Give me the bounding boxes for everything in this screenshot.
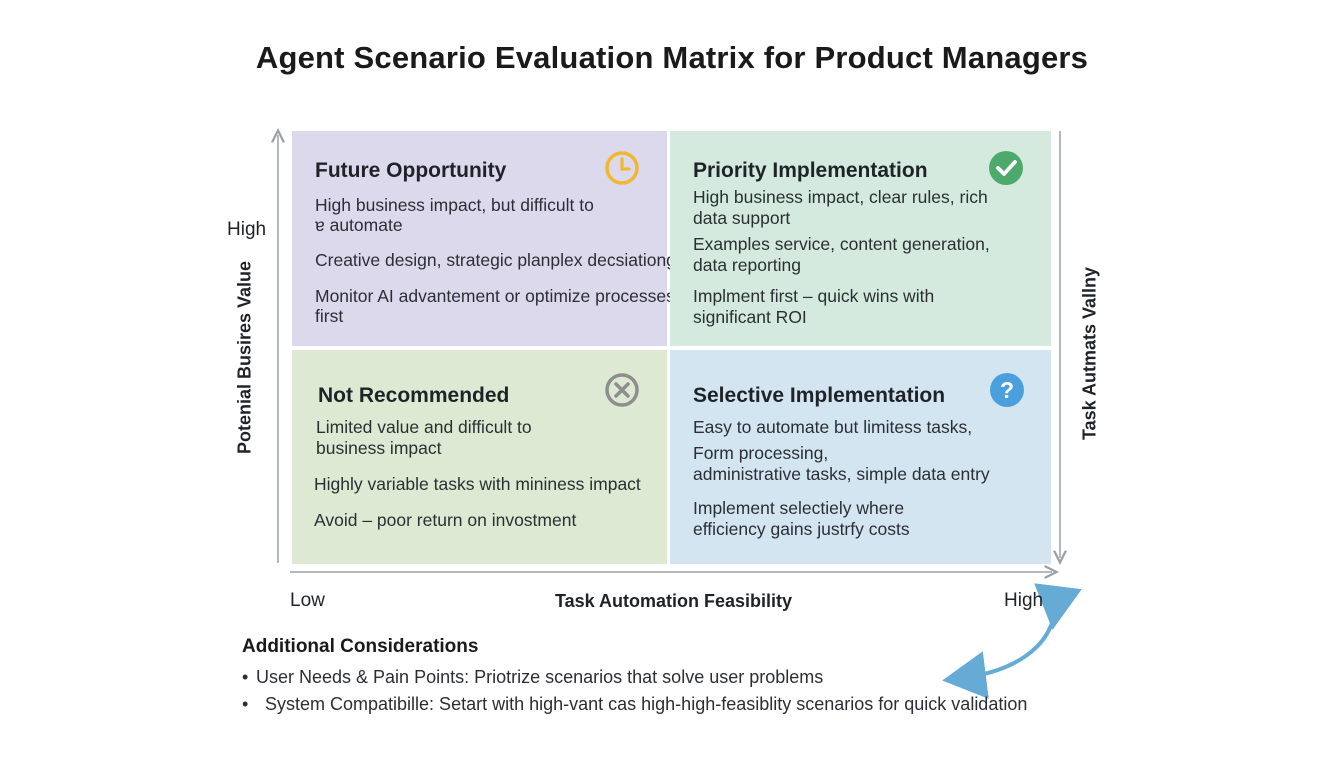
quadrant-text: administrative tasks, simple data entry bbox=[693, 464, 990, 484]
quadrant-text: Easy to automate but limitess tasks, bbox=[693, 417, 973, 437]
considerations-title: Additional Considerations bbox=[242, 636, 479, 657]
quadrant-text: Implment first – quick wins with bbox=[693, 286, 935, 306]
bullet-icon: • bbox=[242, 667, 249, 687]
considerations-item: • System Compatibille: Setart with high-v… bbox=[242, 691, 1027, 718]
y-axis-high-label: High bbox=[227, 219, 267, 240]
quadrant-title: Selective Implementation bbox=[693, 384, 946, 407]
svg-text:?: ? bbox=[1000, 377, 1014, 403]
quadrant-text: ɐ automate bbox=[315, 215, 403, 235]
quadrant-text: Monitor AI advantement or optimize proce… bbox=[315, 286, 675, 306]
quadrant-text: Creative design, strategic planplex decs… bbox=[315, 250, 676, 270]
quadrant-text: Examples service, content generation, bbox=[693, 234, 990, 254]
quadrant-text: first bbox=[315, 306, 344, 326]
quadrant-text: data reporting bbox=[693, 255, 801, 275]
quadrant-text: business impact bbox=[316, 438, 442, 458]
quadrant-text: efficiency gains justrfy costs bbox=[693, 519, 910, 539]
quadrant-title: Not Recommended bbox=[318, 384, 510, 407]
quadrant-text: significant ROI bbox=[693, 307, 807, 327]
considerations-item: • User Needs & Pain Points: Priotrize sce… bbox=[242, 664, 1027, 691]
quadrant-future-opportunity: Future Opportunity High business impact,… bbox=[292, 131, 676, 346]
quadrant-title: Future Opportunity bbox=[315, 159, 507, 182]
quadrant-text: data support bbox=[693, 208, 791, 228]
x-circle-icon bbox=[604, 372, 640, 408]
quadrant-text: Implement selectiely where bbox=[693, 498, 905, 518]
quadrant-selective-implementation: Selective Implementation ? Easy to autom… bbox=[670, 350, 1051, 564]
right-axis-title: Task Autmats Vallny bbox=[1079, 266, 1100, 441]
quadrant-text: High business impact, but difficult to bbox=[315, 195, 594, 215]
y-axis-title: Potenial Busires Value bbox=[234, 260, 255, 455]
page-title: Agent Scenario Evaluation Matrix for Pro… bbox=[255, 40, 1089, 75]
bullet-icon: • bbox=[242, 694, 249, 714]
check-circle-icon bbox=[988, 150, 1024, 186]
considerations-item-text: User Needs & Pain Points: Priotrize scen… bbox=[256, 667, 824, 687]
x-axis-title: Task Automation Feasibility bbox=[555, 591, 793, 611]
quadrant-text: Highly variable tasks with mininess impa… bbox=[314, 474, 641, 494]
quadrant-text: Limited value and difficult to bbox=[316, 417, 532, 437]
curved-arrow bbox=[942, 583, 1082, 699]
quadrant-text: Form processing, bbox=[693, 443, 829, 463]
additional-considerations: Additional Considerations • User Needs & … bbox=[242, 636, 1027, 718]
quadrant-text: High business impact, clear rules, rich bbox=[693, 187, 988, 207]
x-axis-high-label: High bbox=[1004, 590, 1044, 611]
x-axis-low-label: Low bbox=[290, 590, 325, 611]
quadrant-text: Avoid – poor return on invostment bbox=[314, 510, 577, 530]
considerations-item-text: System Compatibille: Setart with high-va… bbox=[265, 694, 1028, 714]
question-circle-icon: ? bbox=[989, 372, 1025, 408]
quadrant-not-recommended: Not Recommended Limited value and diffic… bbox=[292, 350, 667, 564]
clock-icon bbox=[604, 150, 640, 186]
quadrant-priority-implementation: Priority Implementation High business im… bbox=[670, 131, 1051, 346]
quadrant-title: Priority Implementation bbox=[693, 159, 928, 182]
